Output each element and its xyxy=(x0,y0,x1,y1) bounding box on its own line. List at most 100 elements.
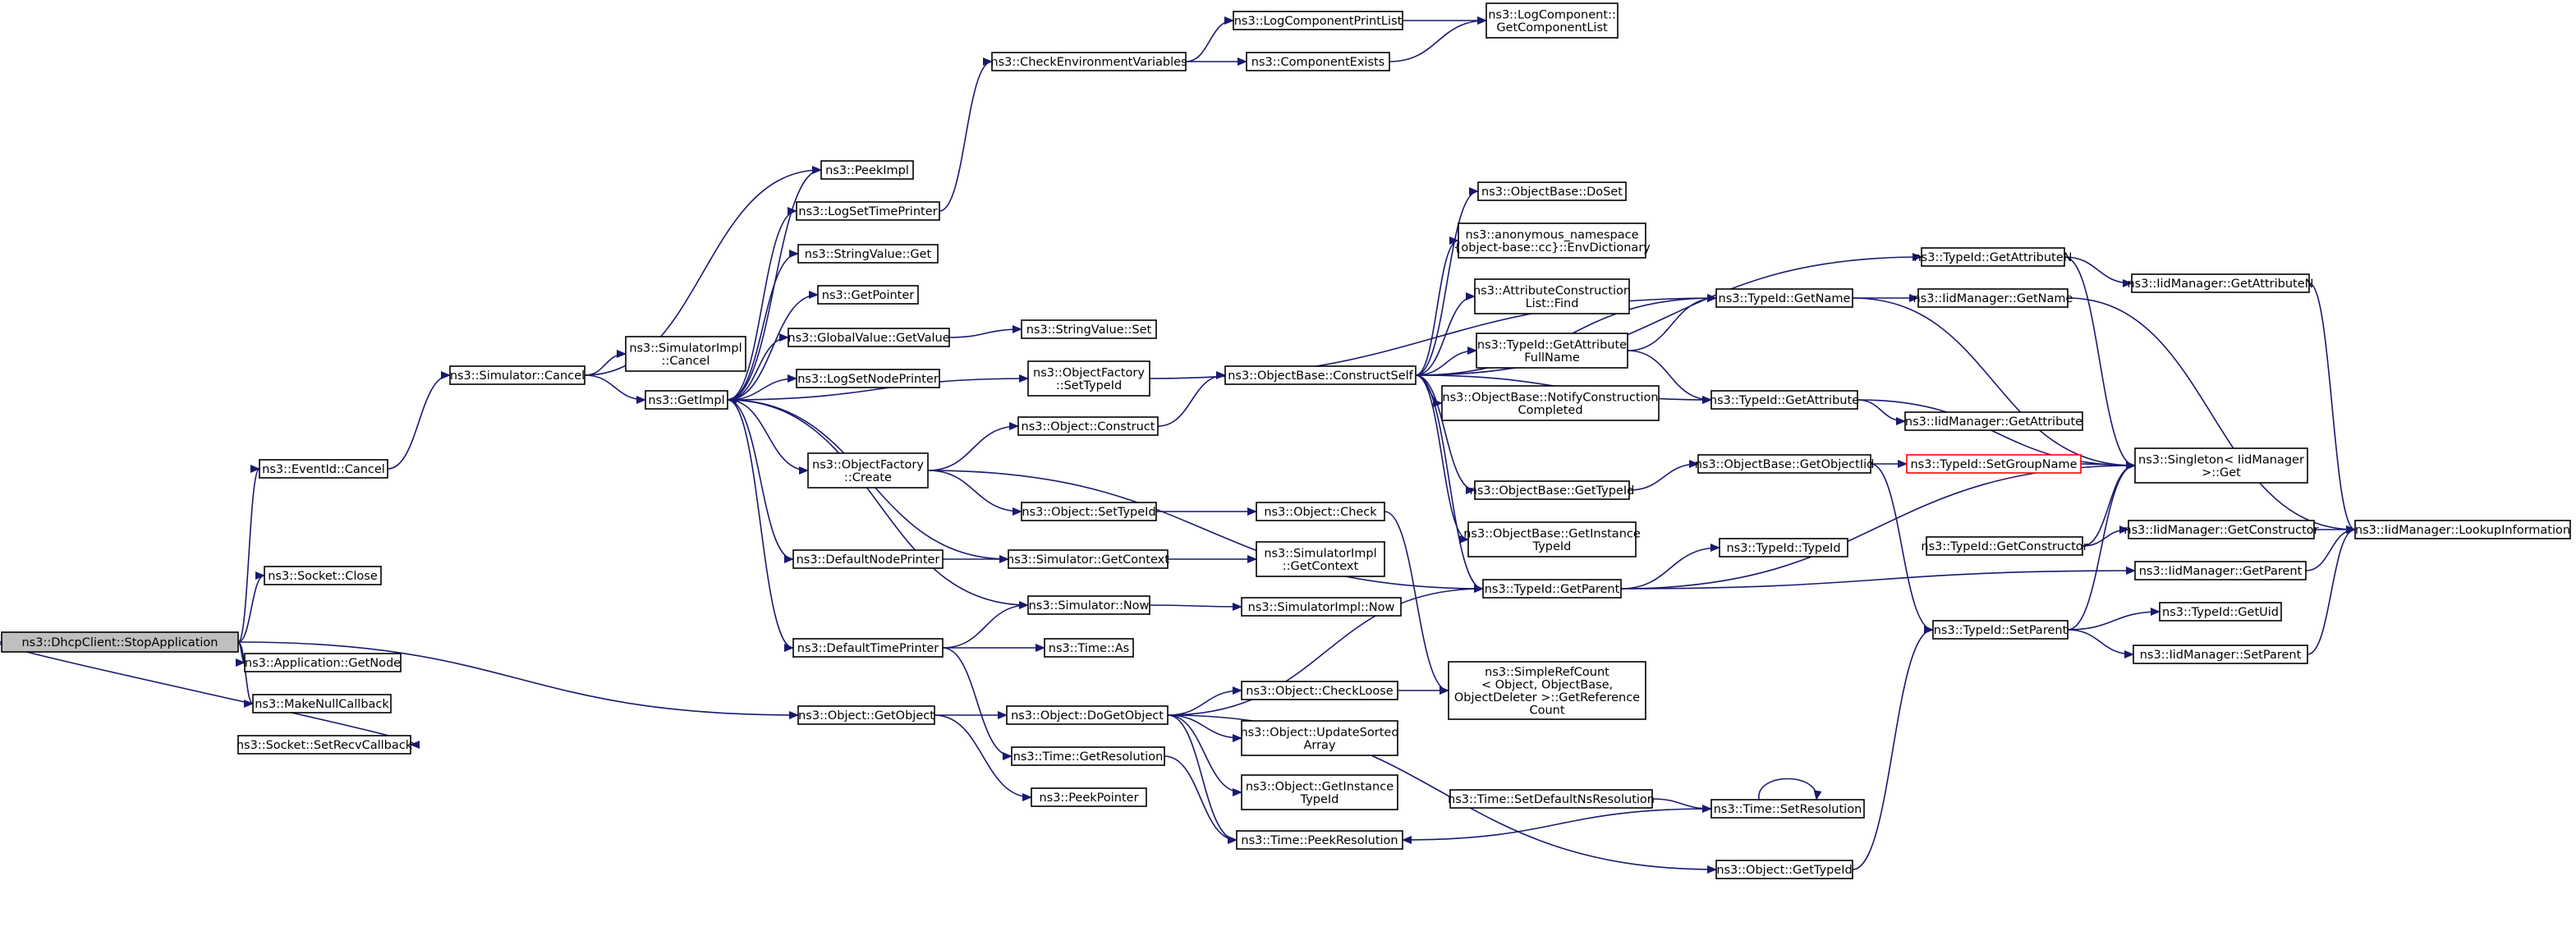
node-socket-close[interactable]: ns3::Socket::Close xyxy=(264,566,382,585)
node-typeid-getattributen[interactable]: ns3::TypeId::GetAttributeN xyxy=(1913,247,2073,267)
node-label: ns3::ObjectBase::GetTypeId xyxy=(1470,484,1635,498)
edge-line xyxy=(2064,256,2136,470)
node-time-setdefaultnsres[interactable]: ns3::Time::SetDefaultNsResolution xyxy=(1448,789,1655,809)
edge-time-setresolution-to-time-setresolution xyxy=(1758,778,1822,801)
node-box xyxy=(1006,705,1169,725)
node-anon-envdict[interactable]: ns3::anonymous_namespace{object-base::cc… xyxy=(1453,223,1651,259)
node-label: ns3::Object::Check xyxy=(1264,506,1377,519)
node-iidmgr-getparent[interactable]: ns3::IidManager::GetParent xyxy=(2134,561,2307,580)
node-simulator-cancel[interactable]: ns3::Simulator::Cancel xyxy=(449,365,585,385)
node-object-dogetobject[interactable]: ns3::Object::DoGetObject xyxy=(1006,705,1169,725)
edge-objbase-constructself-to-typeid-getattrfullname xyxy=(1415,346,1477,376)
node-typeid-getuid[interactable]: ns3::TypeId::GetUid xyxy=(2159,602,2282,622)
node-box xyxy=(2133,645,2308,664)
node-logsettimeprinter[interactable]: ns3::LogSetTimePrinter xyxy=(796,201,940,221)
node-simimpl-getcontext[interactable]: ns3::SimulatorImpl::GetContext xyxy=(1256,541,1385,577)
node-iidmgr-getname[interactable]: ns3::IidManager::GetName xyxy=(1913,288,2073,308)
node-objbase-doset[interactable]: ns3::ObjectBase::DoSet xyxy=(1477,181,1627,201)
node-box xyxy=(2134,561,2307,580)
node-label: ns3::Application::GetNode xyxy=(245,657,401,670)
node-stringvalue-set[interactable]: ns3::StringValue::Set xyxy=(1021,319,1157,339)
node-box xyxy=(1904,411,2083,431)
node-logcompprintlist[interactable]: ns3::LogComponentPrintList xyxy=(1233,11,1403,30)
node-box xyxy=(645,390,728,410)
node-object-gettypeid[interactable]: ns3::Object::GetTypeId xyxy=(1715,860,1853,879)
node-object-checkloose[interactable]: ns3::Object::CheckLoose xyxy=(1241,681,1398,700)
node-typeid-getparent[interactable]: ns3::TypeId::GetParent xyxy=(1482,579,1622,599)
node-dhcp-stop[interactable]: ns3::DhcpClient::StopApplication xyxy=(1,631,239,653)
edge-objbase-getobjectiid-to-typeid-setparent xyxy=(1870,463,1934,634)
edge-typeid-getparent-to-iidmgr-getparent xyxy=(1620,567,2136,590)
edge-line xyxy=(1164,755,1237,844)
node-iidmgr-getconstructor[interactable]: ns3::IidManager::GetConstructor xyxy=(2124,520,2319,539)
node-object-check[interactable]: ns3::Object::Check xyxy=(1256,502,1385,521)
node-typeid-getattribute[interactable]: ns3::TypeId::GetAttribute xyxy=(1710,390,1859,410)
edge-line xyxy=(1185,16,1234,62)
node-typeid-getname[interactable]: ns3::TypeId::GetName xyxy=(1715,288,1853,308)
node-objfactory-settypeid[interactable]: ns3::ObjectFactory::SetTypeId xyxy=(1027,360,1150,397)
node-logcomp-getlist[interactable]: ns3::LogComponent::GetComponentList xyxy=(1485,2,1619,39)
node-componentexists[interactable]: ns3::ComponentExists xyxy=(1246,52,1390,71)
node-iidmgr-lookupinfo[interactable]: ns3::IidManager::LookupInformation xyxy=(2354,520,2571,539)
edge-line xyxy=(1620,567,2136,590)
node-simimpl-cancel[interactable]: ns3::SimulatorImpl::Cancel xyxy=(625,336,746,372)
node-time-getresolution[interactable]: ns3::Time::GetResolution xyxy=(1011,746,1165,766)
node-iidmgr-getattribute[interactable]: ns3::IidManager::GetAttribute xyxy=(1904,411,2083,431)
node-peekpointer[interactable]: ns3::PeekPointer xyxy=(1031,787,1147,807)
node-simulator-getcontext[interactable]: ns3::Simulator::GetContext xyxy=(1007,549,1169,569)
node-setrecvcallback[interactable]: ns3::Socket::SetRecvCallback xyxy=(236,735,413,755)
node-time-peekresolution[interactable]: ns3::Time::PeekResolution xyxy=(1236,830,1403,850)
node-simimpl-now[interactable]: ns3::SimulatorImpl::Now xyxy=(1241,597,1402,617)
node-peekimpl[interactable]: ns3::PeekImpl xyxy=(820,160,914,180)
edge-line xyxy=(1415,346,1477,376)
node-eventid-cancel[interactable]: ns3::EventId::Cancel xyxy=(259,459,388,479)
node-time-setresolution[interactable]: ns3::Time::SetResolution xyxy=(1710,799,1865,819)
node-typeid-setparent[interactable]: ns3::TypeId::SetParent xyxy=(1932,620,2069,640)
node-objbase-getobjectiid[interactable]: ns3::ObjectBase::GetObjectIid xyxy=(1695,454,1875,474)
node-object-settypeid[interactable]: ns3::Object::SetTypeId xyxy=(1021,502,1157,521)
node-object-getobject[interactable]: ns3::Object::GetObject xyxy=(797,705,935,725)
edge-typeid-getattributen-to-iidmgr-getattributen xyxy=(2064,256,2133,287)
node-checkenvvars[interactable]: ns3::CheckEnvironmentVariables xyxy=(990,52,1187,71)
node-label: ns3::Object::SetTypeId xyxy=(1022,506,1155,519)
node-box xyxy=(807,452,929,489)
node-box xyxy=(2354,520,2571,539)
node-objbase-constructself[interactable]: ns3::ObjectBase::ConstructSelf xyxy=(1224,365,1417,385)
node-label: List::Find xyxy=(1526,297,1579,310)
node-objbase-notify[interactable]: ns3::ObjectBase::NotifyConstructionCompl… xyxy=(1441,385,1660,421)
node-singleton-get[interactable]: ns3::Singleton< IidManager>::Get xyxy=(2134,447,2308,484)
edge-line xyxy=(1415,374,1484,593)
node-makenullcallback[interactable]: ns3::MakeNullCallback xyxy=(252,694,392,713)
node-iidmgr-setparent[interactable]: ns3::IidManager::SetParent xyxy=(2133,645,2308,664)
node-app-getnode[interactable]: ns3::Application::GetNode xyxy=(244,653,402,672)
node-typeid-typeid[interactable]: ns3::TypeId::TypeId xyxy=(1719,538,1848,557)
node-getpointer[interactable]: ns3::GetPointer xyxy=(817,285,919,305)
node-objfactory-create[interactable]: ns3::ObjectFactory::Create xyxy=(807,452,929,489)
node-box xyxy=(787,328,950,347)
edge-line xyxy=(584,350,627,376)
node-box xyxy=(625,336,746,372)
node-iidmgr-getattributen[interactable]: ns3::IidManager::GetAttributeN xyxy=(2127,273,2314,293)
node-object-construct[interactable]: ns3::Object::Construct xyxy=(1017,416,1159,436)
node-simulator-now[interactable]: ns3::Simulator::Now xyxy=(1027,595,1150,615)
node-objbase-gettypeid[interactable]: ns3::ObjectBase::GetTypeId xyxy=(1470,480,1635,500)
node-typeid-setgroupname[interactable]: ns3::TypeId::SetGroupName xyxy=(1906,454,2082,474)
node-globalvalue-getvalue[interactable]: ns3::GlobalValue::GetValue xyxy=(787,328,950,347)
node-label: ns3::Object::GetInstance xyxy=(1246,780,1394,793)
node-stringvalue-get[interactable]: ns3::StringValue::Get xyxy=(797,244,939,264)
node-typeid-getconstructor[interactable]: ns3::TypeId::GetConstructor xyxy=(1921,536,2088,556)
node-simplerefcount[interactable]: ns3::SimpleRefCount< Object, ObjectBase,… xyxy=(1448,661,1646,720)
node-logsetnodeprinter[interactable]: ns3::LogSetNodePrinter xyxy=(796,369,940,388)
node-time-as[interactable]: ns3::Time::As xyxy=(1044,638,1134,658)
node-label: ns3::AttributeConstruction xyxy=(1473,284,1631,297)
node-getimpl[interactable]: ns3::GetImpl xyxy=(645,390,728,410)
node-defaultnodeprinter[interactable]: ns3::DefaultNodePrinter xyxy=(792,549,944,569)
node-defaulttimeprinter[interactable]: ns3::DefaultTimePrinter xyxy=(792,638,944,658)
node-box xyxy=(244,653,402,672)
edge-line xyxy=(1857,399,1906,425)
